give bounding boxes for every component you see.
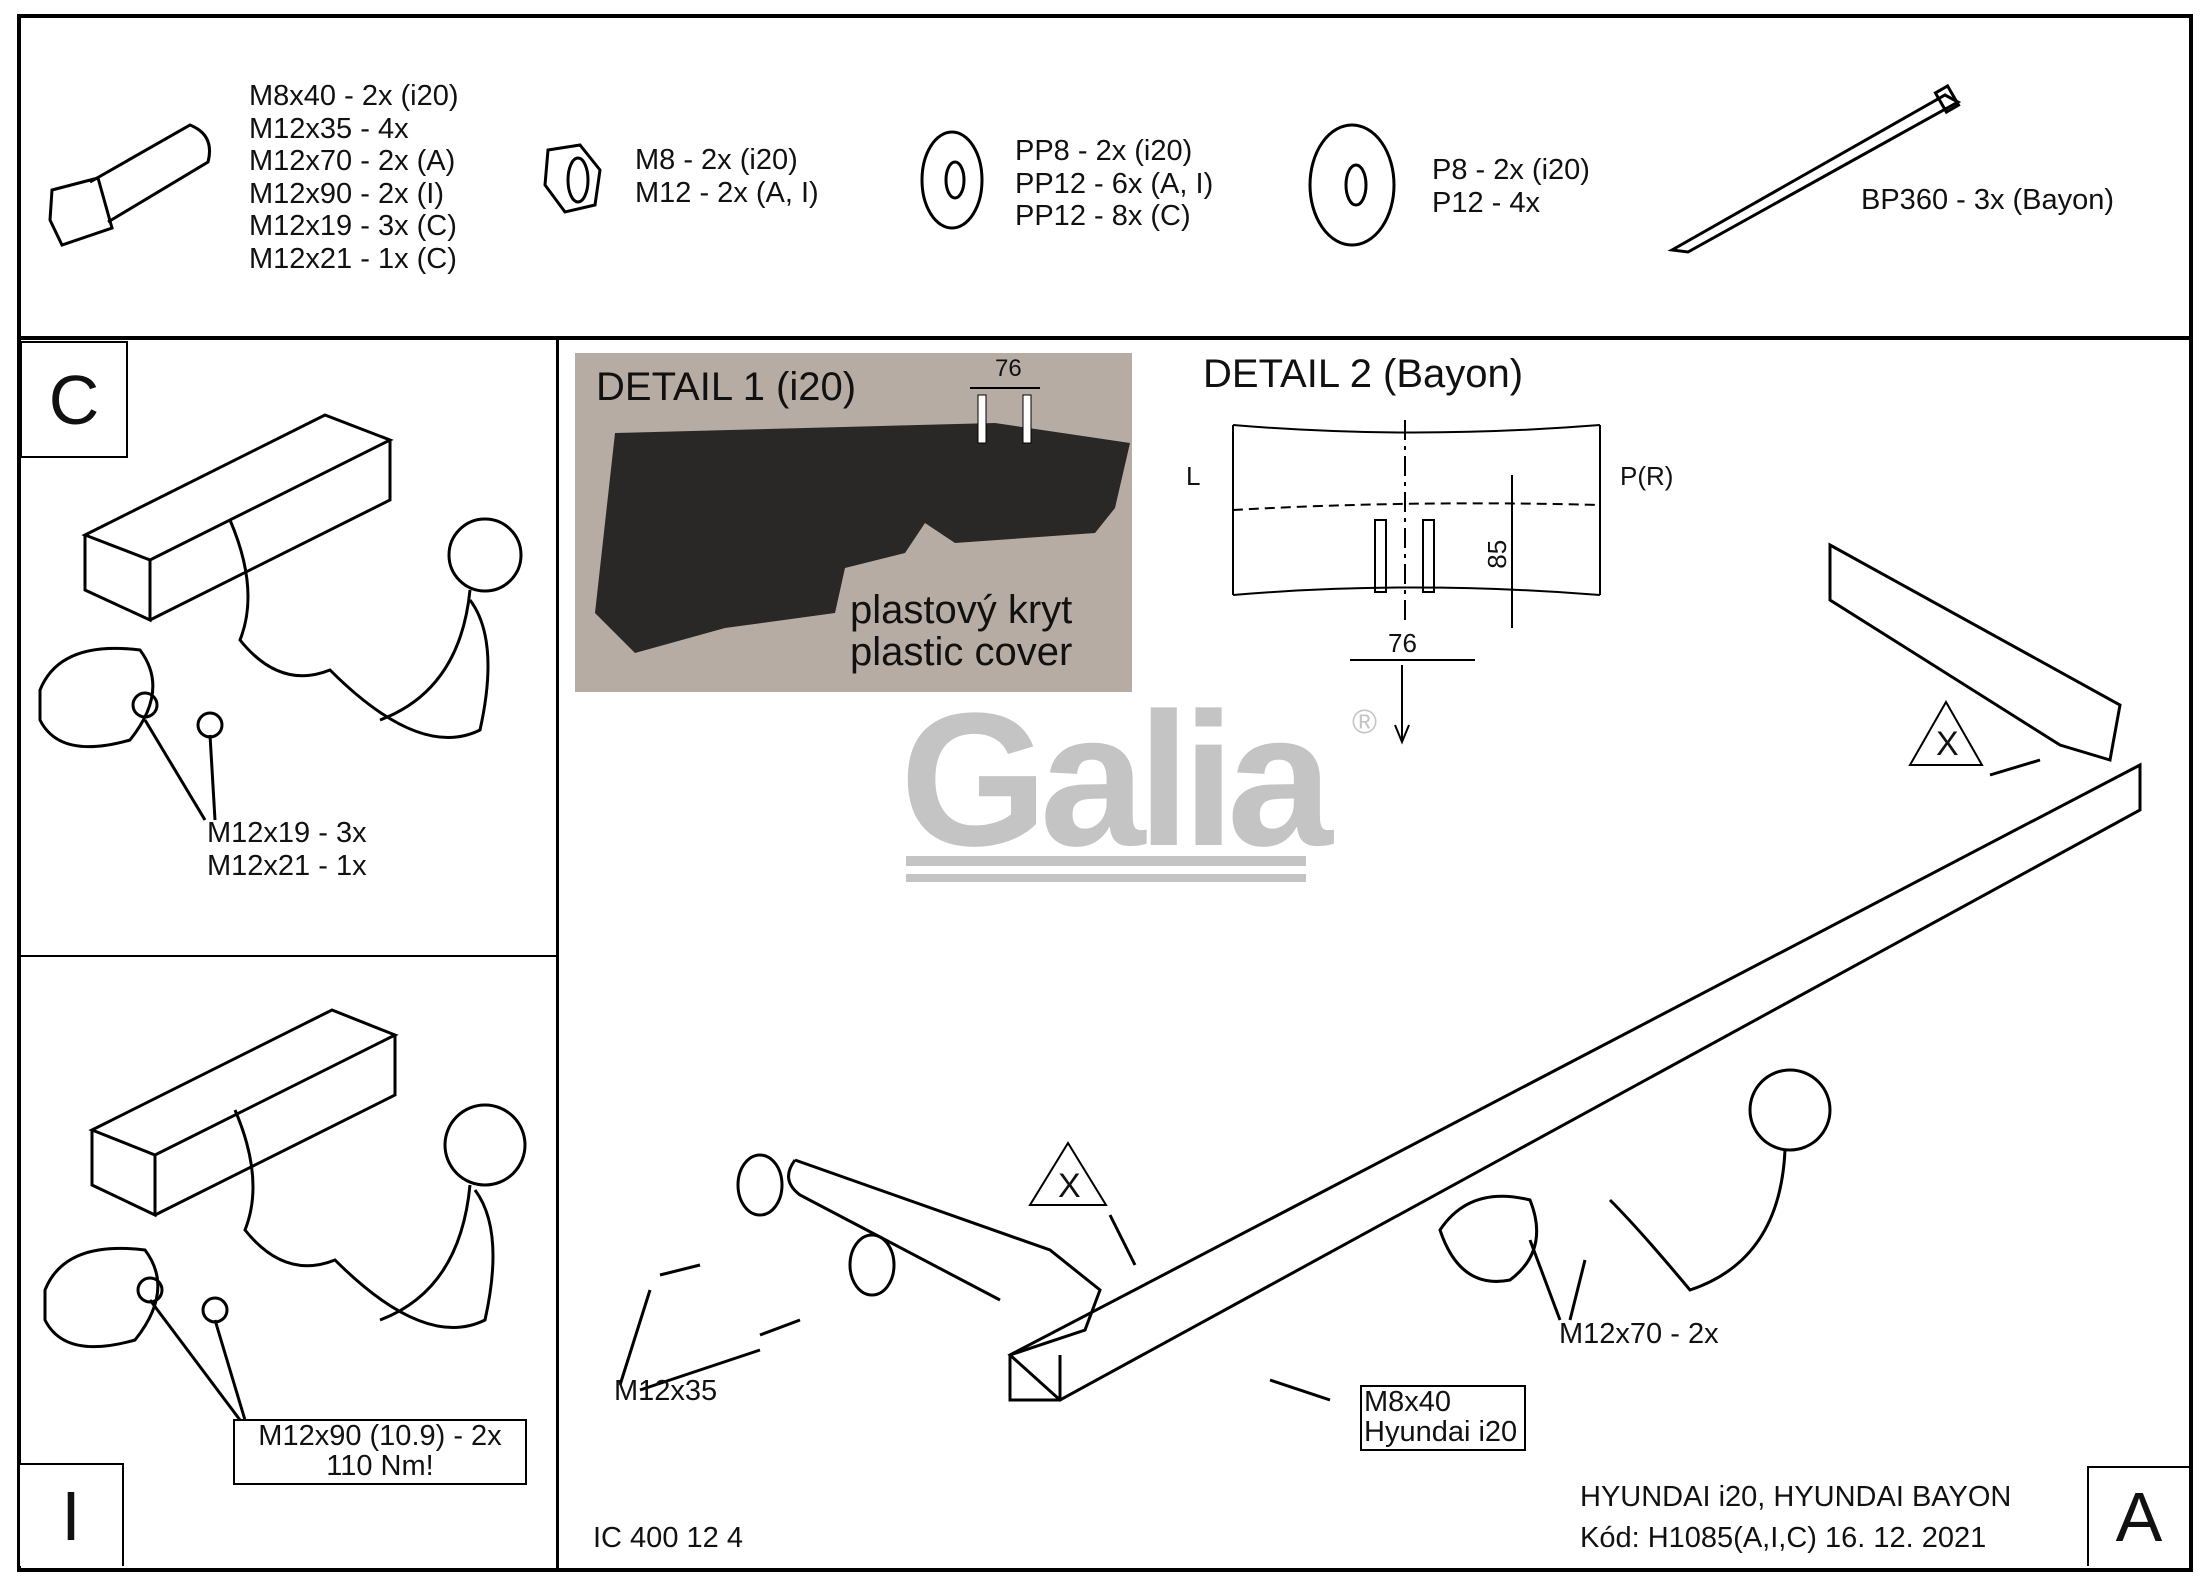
detail1-photo: DETAIL 1 (i20) 76 plastový kryt plastic … <box>575 353 1132 692</box>
spring-washer-item: PP8 - 2x (i20) <box>1015 135 1193 167</box>
cable-tie-icon <box>1667 83 1962 254</box>
cable-tie-label: BP360 - 3x (Bayon) <box>1861 184 2115 216</box>
hitch-drawing-c <box>38 413 523 749</box>
warning-x-label: X <box>1936 725 1959 763</box>
drawing-code: IC 400 12 4 <box>593 1522 743 1554</box>
spring-washer-item: PP12 - 8x (C) <box>1015 200 1191 232</box>
label-m12x70: M12x70 - 2x <box>1559 1318 1719 1350</box>
detail2-right-label: P(R) <box>1620 461 1674 491</box>
leader-lines-c <box>143 719 217 821</box>
panel-c-label: M12x21 - 1x <box>207 849 367 882</box>
spring-washer-list: PP8 - 2x (i20) PP12 - 6x (A, I) PP12 - 8… <box>1015 135 1213 233</box>
label-hyundai-i20: Hyundai i20 <box>1364 1416 1518 1448</box>
bolt-item: M12x90 - 2x (I) <box>249 177 444 210</box>
panel-i-letter: I <box>20 1463 124 1566</box>
flat-washer-icon <box>1308 123 1396 247</box>
label-m8x40: M8x40 <box>1364 1386 1452 1418</box>
warning-triangle-icon <box>1028 699 1984 1206</box>
hitch-drawing-i <box>43 1008 527 1421</box>
panel-c-labels: M12x19 - 3x M12x21 - 1x <box>207 817 367 882</box>
divider-c-i <box>17 955 557 957</box>
nut-item: M12 - 2x (A, I) <box>635 176 819 209</box>
warning-x-label: X <box>1058 1167 1081 1205</box>
flat-washer-list: P8 - 2x (i20) P12 - 4x <box>1432 154 1590 219</box>
detail2-dim-vertical: 85 <box>1482 539 1513 569</box>
divider-left-column <box>556 338 559 1568</box>
bolt-item: M12x19 - 3x (C) <box>249 210 457 242</box>
detail2-drawing <box>1232 420 1601 745</box>
bolt-item: M8x40 - 2x (i20) <box>249 80 459 112</box>
detail1-title: DETAIL 1 (i20) <box>596 365 857 409</box>
galia-logo: Galia <box>900 674 1333 886</box>
logo-underline <box>906 874 1306 882</box>
caption-english: plastic cover <box>850 630 1073 674</box>
drawing-frame <box>17 14 2193 1572</box>
detail1-caption: plastový kryt plastic cover <box>850 589 1072 673</box>
spring-washer-icon <box>920 130 984 230</box>
label-m8x40-box: M8x40 Hyundai i20 <box>1360 1385 1526 1451</box>
bolt-item: M12x70 - 2x (A) <box>249 145 456 177</box>
plastic-cover-photo <box>595 387 1130 653</box>
product-code-date: Kód: H1085(A,I,C) 16. 12. 2021 <box>1580 1522 1987 1554</box>
nut-icon <box>543 143 602 214</box>
flat-washer-item: P12 - 4x <box>1432 186 1540 219</box>
bolt-list: M8x40 - 2x (i20) M12x35 - 4x M12x70 - 2x… <box>249 80 459 275</box>
vehicle-name: HYUNDAI i20, HYUNDAI BAYON <box>1580 1481 2012 1513</box>
panel-a-letter: A <box>2087 1466 2189 1566</box>
nut-list: M8 - 2x (i20) M12 - 2x (A, I) <box>635 144 819 209</box>
panel-i-label-box: M12x90 (10.9) - 2x 110 Nm! <box>233 1419 527 1485</box>
divider-top <box>17 336 2189 340</box>
registered-mark: ® <box>1352 703 1378 741</box>
detail1-dimension: 76 <box>995 355 1022 382</box>
panel-c-label: M12x19 - 3x <box>207 817 367 849</box>
bolt-icon <box>48 123 211 247</box>
detail2-left-label: L <box>1186 461 1201 491</box>
label-m12x35: M12x35 <box>614 1375 718 1407</box>
logo-underline <box>906 856 1306 866</box>
nut-item: M8 - 2x (i20) <box>635 144 798 176</box>
detail2-title: DETAIL 2 (Bayon) <box>1203 352 1524 396</box>
main-crossbar-drawing <box>618 542 2142 1402</box>
bolt-item: M12x35 - 4x <box>249 112 409 145</box>
detail2-dim-horizontal: 76 <box>1388 628 1417 658</box>
panel-i-label: M12x90 (10.9) - 2x <box>258 1420 502 1452</box>
bolt-item: M12x21 - 1x (C) <box>249 242 457 275</box>
title-block: HYUNDAI i20, HYUNDAI BAYON Kód: H1085(A,… <box>1580 1477 2011 1559</box>
flat-washer-item: P8 - 2x (i20) <box>1432 154 1590 186</box>
caption-czech: plastový kryt <box>850 588 1073 632</box>
spring-washer-item: PP12 - 6x (A, I) <box>1015 167 1214 200</box>
panel-i-torque: 110 Nm! <box>326 1450 434 1482</box>
panel-c-letter: C <box>20 341 128 458</box>
